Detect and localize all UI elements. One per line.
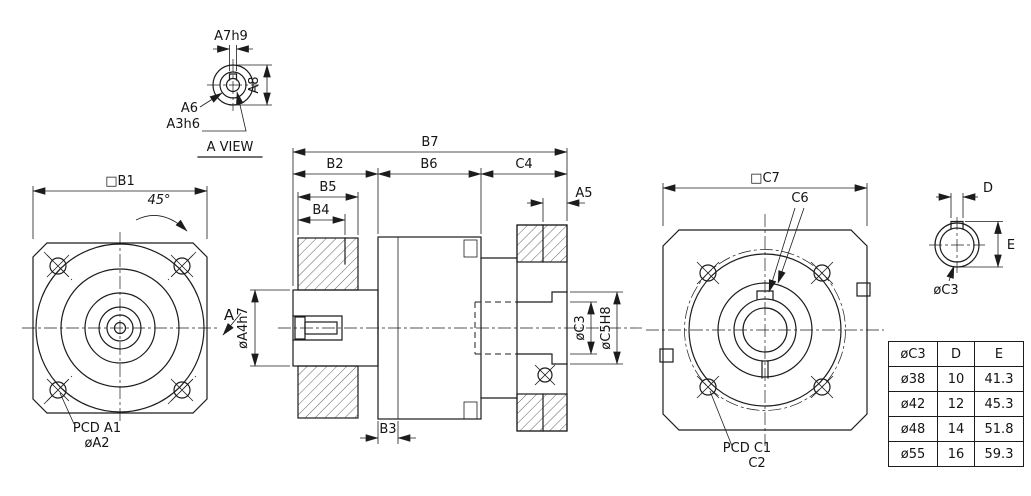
dim-c3-label: øC3: [573, 315, 588, 340]
side-clamp-screw-right: [856, 282, 871, 297]
label-a6: A6: [181, 101, 198, 116]
dim-a4-label: øA4h7: [236, 307, 251, 349]
cell-e: 51.8: [974, 416, 1024, 442]
output-flange-bottom: [516, 393, 568, 432]
cell-c3: ø48: [888, 416, 938, 442]
bolt-hole: [810, 261, 834, 285]
angle-45-label: 45°: [147, 193, 170, 208]
cell-e: 41.3: [974, 366, 1024, 392]
dim-a5-label: A5: [575, 186, 592, 201]
bolt-hole: [43, 375, 73, 405]
dim-b7-label: B7: [421, 135, 438, 150]
front-view: 45° □B1 A PCD A1 øA2: [22, 174, 242, 451]
clamp-collar-top: [297, 237, 359, 291]
a-view-caption: A VIEW: [207, 140, 254, 155]
dim-c4-label: C4: [515, 157, 532, 172]
label-c2: C2: [748, 456, 765, 471]
dim-e-label: E: [1007, 238, 1015, 253]
housing-screw-top: [463, 239, 478, 258]
table-row: ø48 14 51.8: [888, 416, 1024, 442]
section-view: B7 B2 B6 C4 B5 B4 A5 øA4h7 øC3 øC5H8 B3: [236, 135, 642, 444]
bolt-hole: [43, 251, 73, 281]
cell-d: 16: [937, 441, 975, 467]
bolt-hole: [696, 261, 720, 285]
dim-b2-label: B2: [326, 157, 343, 172]
section-label-a: A: [224, 306, 235, 324]
dim-c5-label: øC5H8: [599, 306, 614, 349]
table-header-row: øC3 D E: [888, 341, 1024, 367]
dim-b5-label: B5: [319, 180, 336, 195]
dia-a2-label: øA2: [84, 436, 109, 451]
cell-e: 45.3: [974, 391, 1024, 417]
dim-c7-label: □C7: [750, 171, 780, 186]
label-c6: C6: [791, 191, 808, 206]
output-flange-top: [516, 224, 568, 263]
keyway-notch: [228, 73, 238, 81]
bolt-hole: [167, 375, 197, 405]
housing-screw-bottom: [463, 401, 478, 420]
bolt-hole: [810, 375, 834, 399]
cell-d: 12: [937, 391, 975, 417]
bolt-hole: [696, 375, 720, 399]
dim-a8-label: A8: [247, 76, 262, 93]
table-row: ø38 10 41.3: [888, 366, 1024, 392]
dim-d-label: D: [983, 181, 993, 196]
table-row: ø42 12 45.3: [888, 391, 1024, 417]
side-clamp-screw-left: [659, 348, 674, 363]
dim-b1-label: □B1: [105, 174, 134, 189]
clamp-collar-bottom: [297, 365, 359, 419]
dim-b6-label: B6: [420, 157, 437, 172]
pcd-a1-label: PCD A1: [73, 421, 121, 436]
col-header-e: E: [974, 341, 1024, 367]
cell-d: 14: [937, 416, 975, 442]
bolt-hole: [167, 251, 197, 281]
pcd-c1-label: PCD C1: [723, 441, 771, 456]
flange-bolt-hole: [537, 367, 553, 383]
cell-c3: ø38: [888, 366, 938, 392]
cell-c3: ø55: [888, 441, 938, 467]
label-a3h6: A3h6: [166, 117, 200, 132]
shaft-section-detail: D E øC3: [929, 181, 1015, 298]
cell-d: 10: [937, 366, 975, 392]
front-flange-outline: [32, 242, 208, 414]
rear-view: C6 □C7 PCD C1 C2: [646, 171, 884, 471]
keyway-spec-table: øC3 D E ø38 10 41.3 ø42 12 45.3 ø48 14 5…: [888, 341, 1024, 467]
cell-c3: ø42: [888, 391, 938, 417]
cell-e: 59.3: [974, 441, 1024, 467]
label-shaft-c3: øC3: [933, 283, 958, 298]
a-view-detail: A7h9 A8 A6 A3h6 A VIEW: [166, 29, 272, 158]
section-direction-arrow: [222, 312, 242, 336]
clamp-slot: [761, 360, 769, 379]
rear-flange-outline: [662, 229, 868, 431]
dim-b3-label: B3: [379, 422, 396, 437]
dim-b4-label: B4: [312, 203, 329, 218]
col-header-c3: øC3: [888, 341, 938, 367]
col-header-d: D: [937, 341, 975, 367]
table-row: ø55 16 59.3: [888, 441, 1024, 467]
dim-a7-label: A7h9: [214, 29, 248, 44]
